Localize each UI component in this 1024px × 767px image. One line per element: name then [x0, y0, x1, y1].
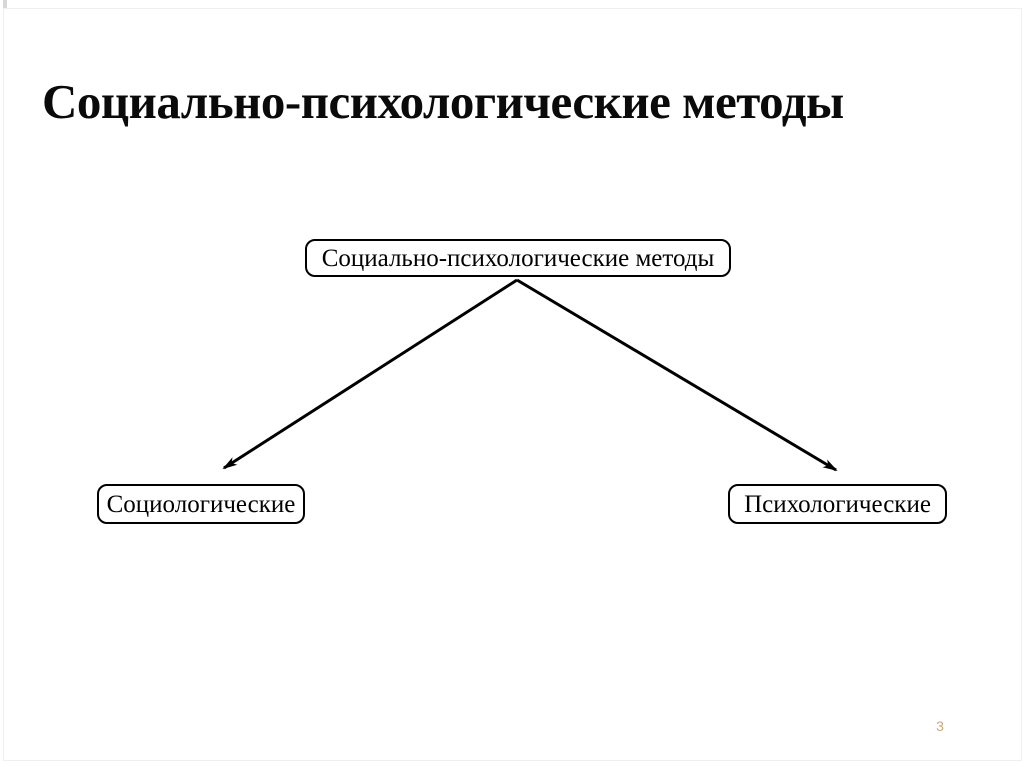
frame-corner-mark: [3, 0, 7, 8]
slide-title: Социально-психологические методы: [42, 74, 844, 129]
node-psychological-label: Психологические: [744, 490, 931, 518]
node-sociological: Социологические: [97, 484, 305, 524]
node-root: Социально-психологические методы: [305, 239, 731, 277]
node-sociological-label: Социологические: [106, 490, 296, 518]
arrow-to-psychological: [516, 278, 838, 472]
arrow-to-sociological: [222, 278, 518, 470]
page-number: 3: [936, 718, 944, 734]
node-psychological: Психологические: [728, 484, 947, 524]
node-root-label: Социально-психологические методы: [321, 244, 715, 272]
